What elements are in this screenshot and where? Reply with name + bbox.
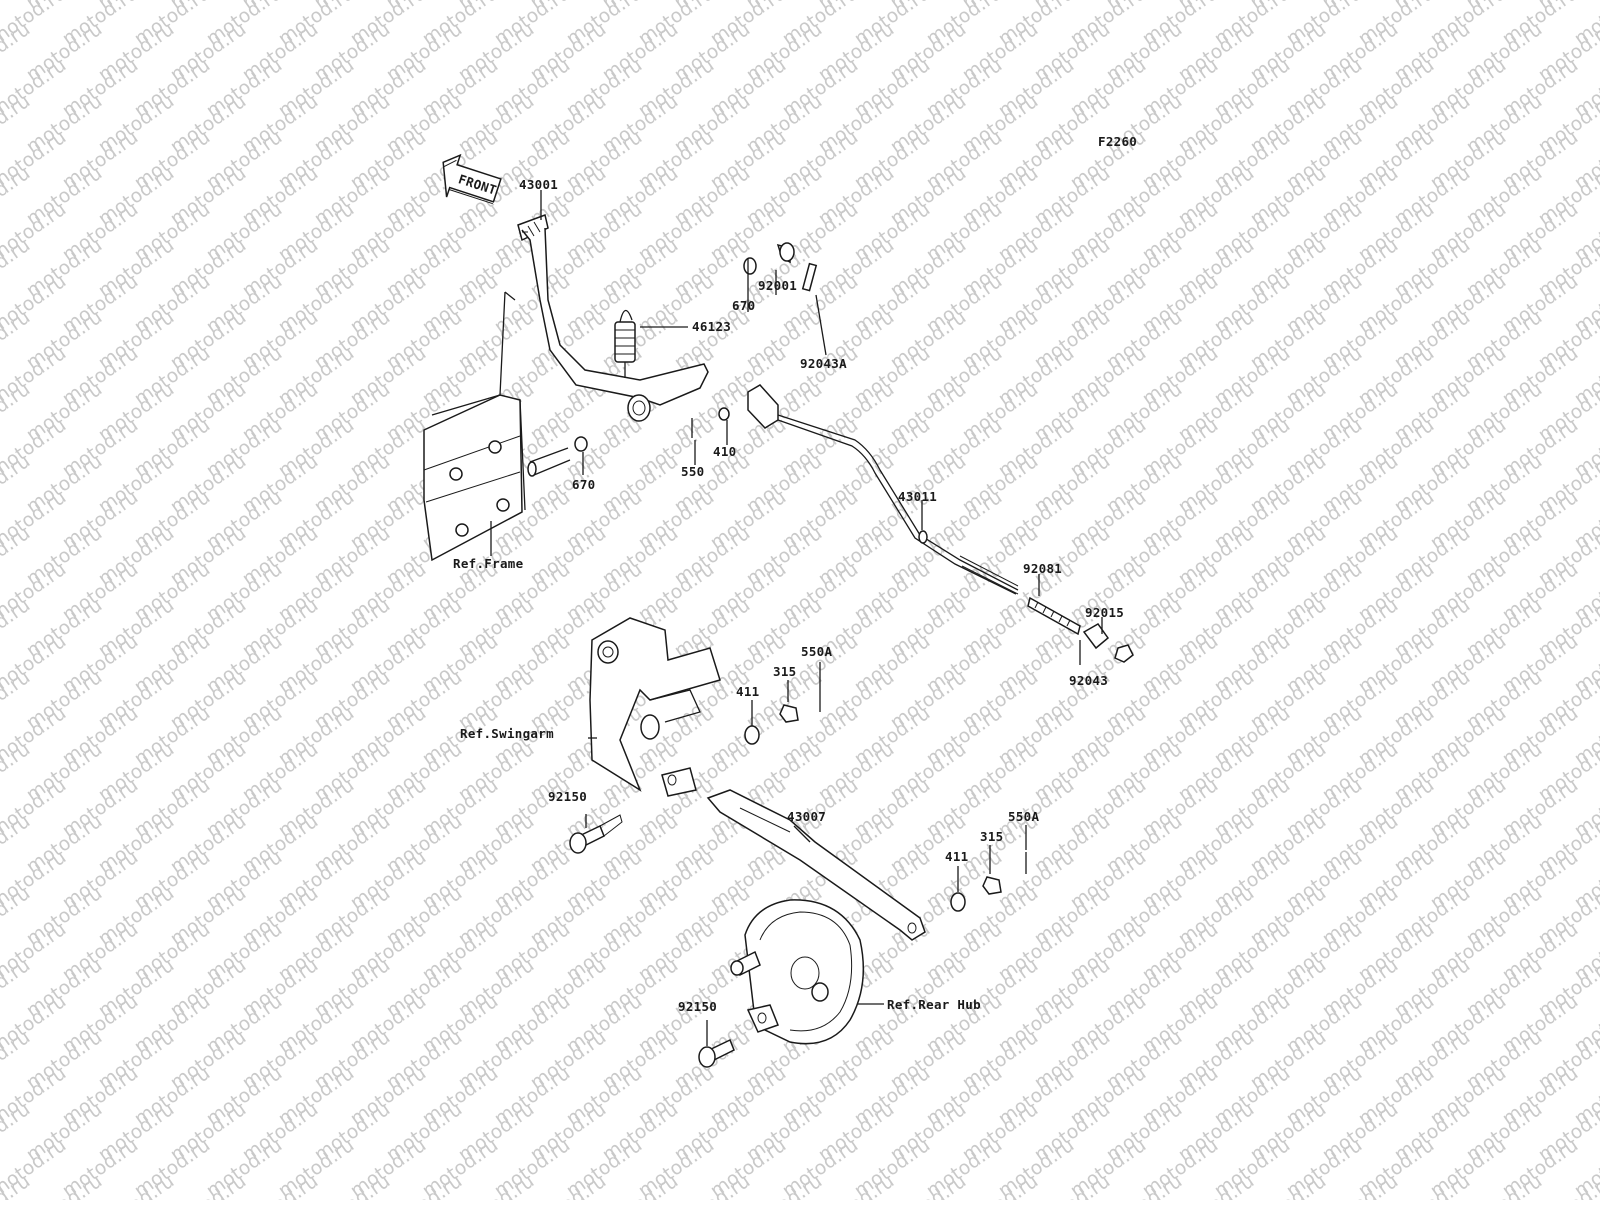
label-92150-upper: 92150 xyxy=(548,789,587,804)
label-ref-swingarm: Ref.Swingarm xyxy=(460,726,554,741)
label-92015: 92015 xyxy=(1085,605,1124,620)
washer-410 xyxy=(718,407,730,421)
label-92081: 92081 xyxy=(1023,561,1062,576)
label-43011: 43011 xyxy=(898,489,937,504)
label-43001: 43001 xyxy=(519,177,558,192)
washer-411-lower xyxy=(950,892,966,912)
label-92150-lower: 92150 xyxy=(678,999,717,1014)
label-411-upper: 411 xyxy=(736,684,759,699)
label-410: 410 xyxy=(713,444,736,459)
brake-pedal-part xyxy=(517,214,709,422)
label-46123: 46123 xyxy=(692,319,731,334)
label-43007: 43007 xyxy=(787,809,826,824)
label-550: 550 xyxy=(681,464,704,479)
label-670-upper: 670 xyxy=(732,298,755,313)
label-315-lower: 315 xyxy=(980,829,1003,844)
label-411-lower: 411 xyxy=(945,849,968,864)
label-670-lower: 670 xyxy=(572,477,595,492)
washer-670-upper xyxy=(743,257,757,275)
label-92043A: 92043A xyxy=(800,356,847,371)
label-315-upper: 315 xyxy=(773,664,796,679)
label-ref-rear-hub: Ref.Rear Hub xyxy=(887,997,981,1012)
bolt-92043A xyxy=(801,262,818,292)
label-92043: 92043 xyxy=(1069,673,1108,688)
nut-315-lower xyxy=(982,876,1002,895)
washer-411-upper xyxy=(744,725,760,745)
label-ref-frame: Ref.Frame xyxy=(453,556,524,571)
diagram-code: F2260 xyxy=(1098,134,1137,149)
label-550A-upper: 550A xyxy=(801,644,832,659)
label-550A-lower: 550A xyxy=(1008,809,1039,824)
label-92001: 92001 xyxy=(758,278,797,293)
washer-670-lower xyxy=(574,436,588,452)
